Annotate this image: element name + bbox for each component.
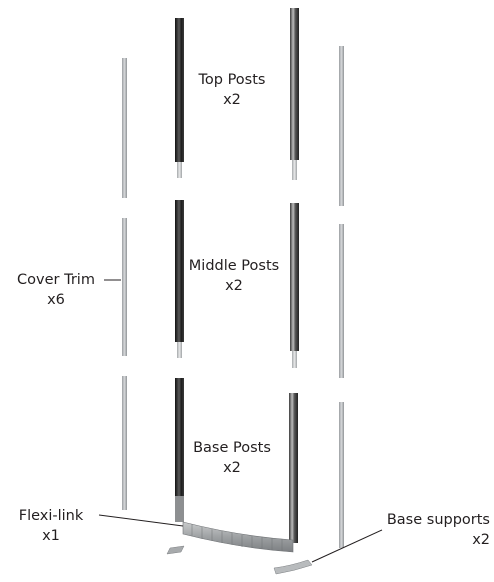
flexi-link-leader-line <box>98 514 184 527</box>
right-top-post <box>290 8 299 180</box>
middle-posts-label: Middle Posts x2 <box>185 256 283 296</box>
middle-posts-qty: x2 <box>225 278 243 294</box>
top-posts-qty: x2 <box>223 92 241 108</box>
middle-posts-name: Middle Posts <box>188 258 280 274</box>
right-base-post <box>289 393 298 543</box>
base-supports-name: Base supports <box>386 512 490 528</box>
base-posts-label: Base Posts x2 <box>188 438 276 478</box>
flexi-link-name: Flexi-link <box>18 508 84 524</box>
base-support-right <box>273 559 313 575</box>
flexi-link-label: Flexi-link x1 <box>10 506 92 546</box>
flexi-link-part <box>182 521 294 553</box>
cover-trim-label: Cover Trim x6 <box>8 270 104 310</box>
left-base-post <box>175 378 184 522</box>
cover-trim-left-base <box>122 376 127 510</box>
top-posts-label: Top Posts x2 <box>191 70 273 110</box>
base-supports-label: Base supports x2 <box>374 510 490 550</box>
base-posts-name: Base Posts <box>193 440 271 456</box>
cover-trim-right-base <box>339 402 344 548</box>
base-supports-leader-line <box>311 529 383 563</box>
flexi-link-qty: x1 <box>42 528 60 544</box>
left-middle-post <box>175 200 184 358</box>
top-posts-name: Top Posts <box>198 72 266 88</box>
cover-trim-qty: x6 <box>47 292 65 308</box>
cover-trim-left-top <box>122 58 127 198</box>
cover-trim-right-top <box>339 46 344 206</box>
base-supports-qty: x2 <box>472 532 490 548</box>
base-posts-qty: x2 <box>223 460 241 476</box>
cover-trim-left-middle <box>122 218 127 356</box>
cover-trim-right-middle <box>339 224 344 378</box>
base-support-left <box>166 545 185 555</box>
right-middle-post <box>290 203 299 368</box>
cover-trim-name: Cover Trim <box>17 272 95 288</box>
left-top-post <box>175 18 184 178</box>
